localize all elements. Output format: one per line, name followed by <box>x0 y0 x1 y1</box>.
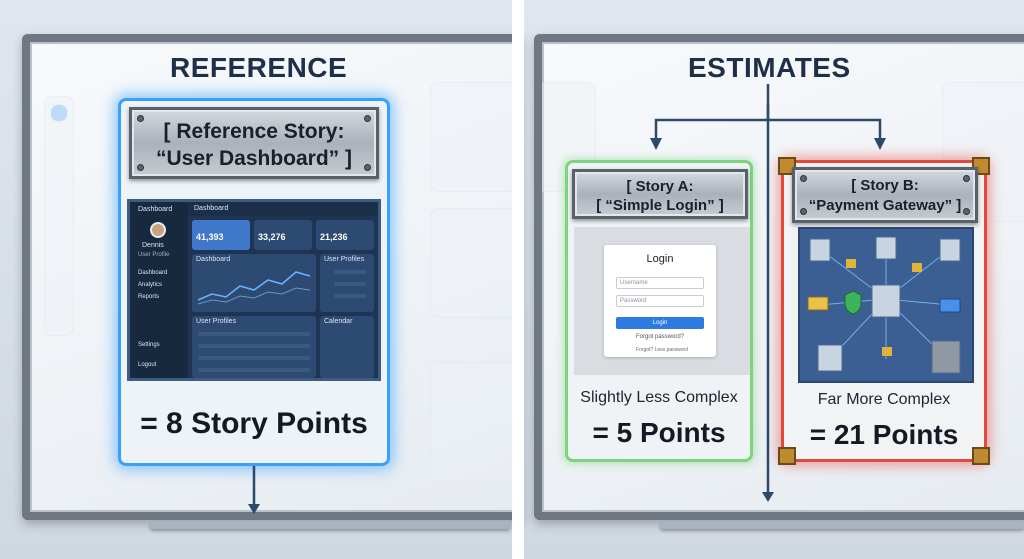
stat-tile: 21,236 <box>316 220 374 250</box>
story-a-points: = 5 Points <box>592 417 726 448</box>
story-b-plate: [ Story B: “Payment Gateway” ] <box>792 167 978 223</box>
dashboard-user-name: Dennis <box>142 242 164 249</box>
stat-value: 21,236 <box>320 232 348 242</box>
stat-value: 33,276 <box>258 232 286 242</box>
lock-icon <box>912 263 922 272</box>
payment-network-illustration <box>798 227 974 383</box>
story-b-points: = 21 Points <box>809 419 959 450</box>
stat-value: 41,393 <box>196 232 224 242</box>
story-a-plate-line1: [ Story A: <box>626 178 694 195</box>
calendar-panel: Calendar <box>320 316 374 378</box>
dashboard-nav-item: Logout <box>138 362 157 368</box>
reference-story-plate: [ Reference Story: “User Dashboard” ] <box>129 107 379 179</box>
stat-tile: 33,276 <box>254 220 312 250</box>
credit-card-icon <box>807 296 829 311</box>
profiles-table-title: User Profiles <box>196 318 237 325</box>
story-b-card: [ Story B: “Payment Gateway” ] <box>778 157 990 465</box>
reference-plate-line2: “User Dashboard” ] <box>155 147 353 170</box>
dashboard-sidebar: Dashboard Dennis User Profile Dashboard … <box>130 202 188 378</box>
username-field[interactable]: Username <box>616 277 704 289</box>
corner-bracket <box>972 447 990 465</box>
story-a-plate-line2: [ “Simple Login” ] <box>596 197 724 214</box>
dashboard-nav-item: Analytics <box>138 282 163 288</box>
story-a-complexity: Slightly Less Complex <box>580 389 738 406</box>
vault-icon <box>931 340 961 374</box>
dashboard-user-role: User Profile <box>138 252 170 258</box>
reference-story-card: [ Reference Story: “User Dashboard” ] Da… <box>118 98 390 466</box>
reference-points: = 8 Story Points <box>140 407 368 440</box>
login-button[interactable]: Login <box>616 317 704 329</box>
story-a-plate: [ Story A: [ “Simple Login” ] <box>572 169 748 219</box>
user-profiles-panel: User Profiles <box>320 254 374 312</box>
login-form: Login Username Password Login Forgot pas… <box>604 245 716 357</box>
user-profiles-title: User Profiles <box>324 256 365 263</box>
profiles-table-panel: User Profiles <box>192 316 316 378</box>
server-icon <box>939 238 961 262</box>
server-icon <box>809 238 831 262</box>
dashboard-line-chart <box>197 271 311 305</box>
story-a-card: [ Story A: [ “Simple Login” ] Login User… <box>565 160 753 462</box>
server-icon <box>817 344 843 372</box>
dashboard-nav-item: Reports <box>138 294 160 300</box>
arrow-to-story-b <box>768 118 882 140</box>
credit-card-icon <box>939 298 961 313</box>
calendar-title: Calendar <box>324 318 353 325</box>
login-footer: Forgot? Less password <box>636 347 688 353</box>
corner-bracket <box>778 157 796 175</box>
story-b-complexity: Far More Complex <box>817 391 951 408</box>
dashboard-nav-item: Settings <box>138 342 160 348</box>
lock-icon <box>846 259 856 268</box>
chart-panel-title: Dashboard <box>196 256 231 263</box>
dashboard-nav-title: Dashboard <box>138 206 173 213</box>
dashboard-chart-panel: Dashboard <box>192 254 316 312</box>
avatar <box>150 222 166 238</box>
story-b-plate-line2: “Payment Gateway” ] <box>808 197 962 214</box>
server-icon <box>875 236 897 260</box>
arrowhead <box>762 492 774 502</box>
reference-heading: REFERENCE <box>170 52 348 83</box>
network-diagram <box>807 236 961 374</box>
dashboard-nav-item: Dashboard <box>138 270 168 276</box>
dashboard-title: Dashboard <box>194 205 229 212</box>
stat-tile: 41,393 <box>192 220 250 250</box>
arrow-to-story-a <box>654 104 770 140</box>
arrowhead <box>248 504 260 514</box>
dashboard-screenshot: Dashboard Dennis User Profile Dashboard … <box>127 199 381 381</box>
dashboard-header: Dashboard <box>188 202 378 216</box>
panel-divider <box>512 0 524 559</box>
login-title: Login <box>646 253 674 265</box>
login-screenshot: Login Username Password Login Forgot pas… <box>574 227 750 375</box>
estimates-heading: ESTIMATES <box>688 52 851 83</box>
shield-icon <box>844 290 862 315</box>
arrowhead <box>650 138 662 150</box>
marker-tray-right <box>660 521 1024 529</box>
marker-tray-left <box>150 521 510 529</box>
password-field[interactable]: Password <box>616 295 704 307</box>
server-icon <box>871 284 901 318</box>
forgot-password-link[interactable]: Forgot password? <box>635 334 685 340</box>
lock-icon <box>882 347 892 356</box>
reference-plate-line1: [ Reference Story: <box>163 120 345 143</box>
arrowhead <box>874 138 886 150</box>
corner-bracket <box>778 447 796 465</box>
story-b-plate-line1: [ Story B: <box>851 177 919 194</box>
